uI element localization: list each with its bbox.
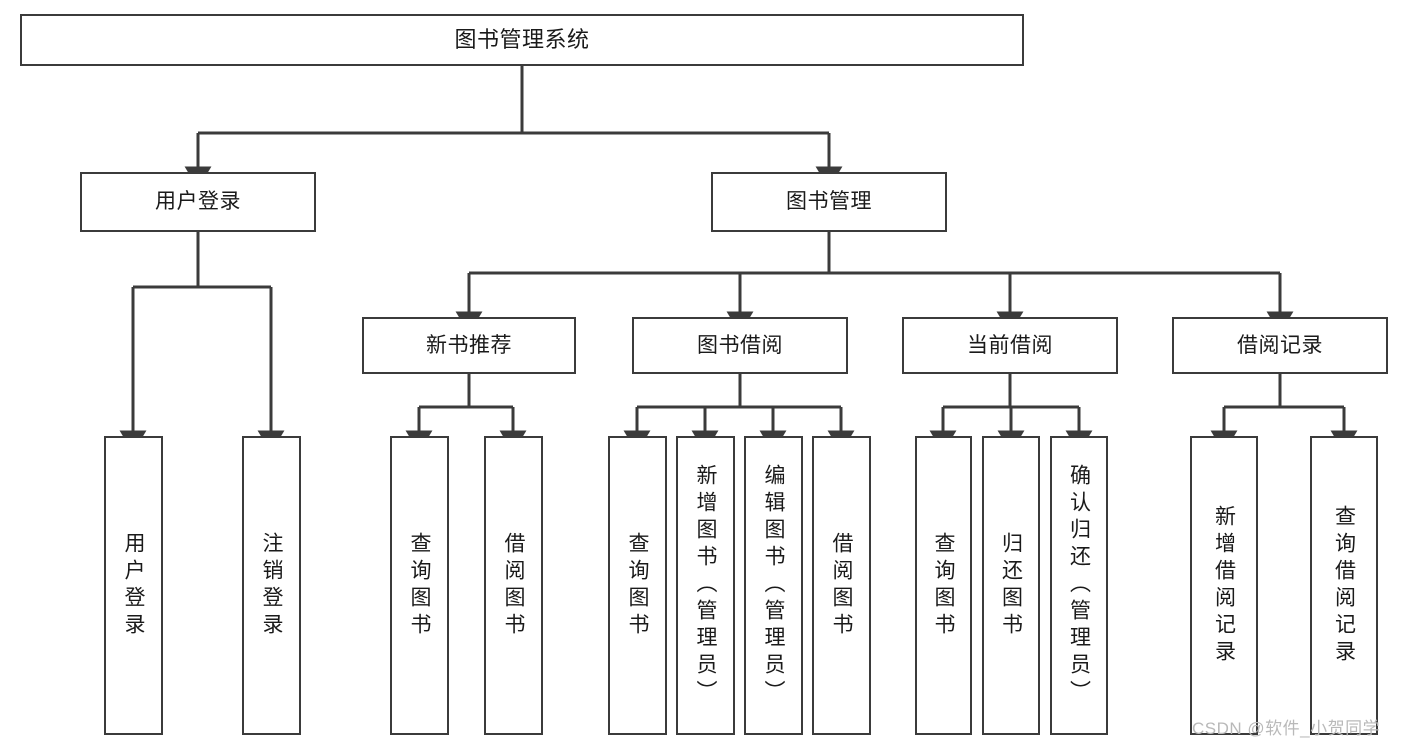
node-label: 注销登录 xyxy=(260,531,284,640)
node-label: 图书借阅 xyxy=(697,333,783,357)
node-leaf-confirm-return[interactable]: 确认归还（管理员） xyxy=(1050,436,1108,735)
node-leaf-borrow-book-1[interactable]: 借阅图书 xyxy=(484,436,543,735)
node-label: 借阅图书 xyxy=(502,531,526,640)
node-leaf-return-book[interactable]: 归还图书 xyxy=(982,436,1040,735)
node-leaf-add-book[interactable]: 新增图书（管理员） xyxy=(676,436,735,735)
node-leaf-query-record[interactable]: 查询借阅记录 xyxy=(1310,436,1378,735)
node-label: 编辑图书（管理员） xyxy=(762,464,786,707)
node-leaf-query-book-2[interactable]: 查询图书 xyxy=(608,436,667,735)
node-label: 查询图书 xyxy=(408,531,432,640)
node-label: 归还图书 xyxy=(999,531,1023,640)
node-book-borrow[interactable]: 图书借阅 xyxy=(632,317,848,374)
node-leaf-borrow-book-2[interactable]: 借阅图书 xyxy=(812,436,871,735)
csdn-watermark: CSDN @软件_小贺同学 xyxy=(1192,719,1381,738)
node-label: 新增图书（管理员） xyxy=(694,464,718,707)
node-root[interactable]: 图书管理系统 xyxy=(20,14,1024,66)
node-label: 图书管理 xyxy=(786,190,872,214)
node-leaf-user-login[interactable]: 用户登录 xyxy=(104,436,163,735)
node-leaf-add-record[interactable]: 新增借阅记录 xyxy=(1190,436,1258,735)
node-label: 当前借阅 xyxy=(967,333,1053,357)
node-label: 用户登录 xyxy=(122,531,146,640)
node-leaf-edit-book[interactable]: 编辑图书（管理员） xyxy=(744,436,803,735)
node-leaf-query-book-1[interactable]: 查询图书 xyxy=(390,436,449,735)
node-current-borrow[interactable]: 当前借阅 xyxy=(902,317,1118,374)
node-borrow-record[interactable]: 借阅记录 xyxy=(1172,317,1388,374)
node-new-book-rec[interactable]: 新书推荐 xyxy=(362,317,576,374)
node-book-manage[interactable]: 图书管理 xyxy=(711,172,947,232)
node-label: 查询借阅记录 xyxy=(1332,504,1356,667)
node-label: 借阅图书 xyxy=(830,531,854,640)
node-label: 用户登录 xyxy=(155,190,241,214)
node-leaf-user-logout[interactable]: 注销登录 xyxy=(242,436,301,735)
node-user-login[interactable]: 用户登录 xyxy=(80,172,316,232)
node-label: 查询图书 xyxy=(932,531,956,640)
node-label: 确认归还（管理员） xyxy=(1067,464,1091,707)
node-label: 新增借阅记录 xyxy=(1212,504,1236,667)
node-label: 新书推荐 xyxy=(426,333,512,357)
node-leaf-query-book-3[interactable]: 查询图书 xyxy=(915,436,972,735)
node-label: 图书管理系统 xyxy=(454,26,590,52)
node-label: 查询图书 xyxy=(626,531,650,640)
node-label: 借阅记录 xyxy=(1237,333,1323,357)
